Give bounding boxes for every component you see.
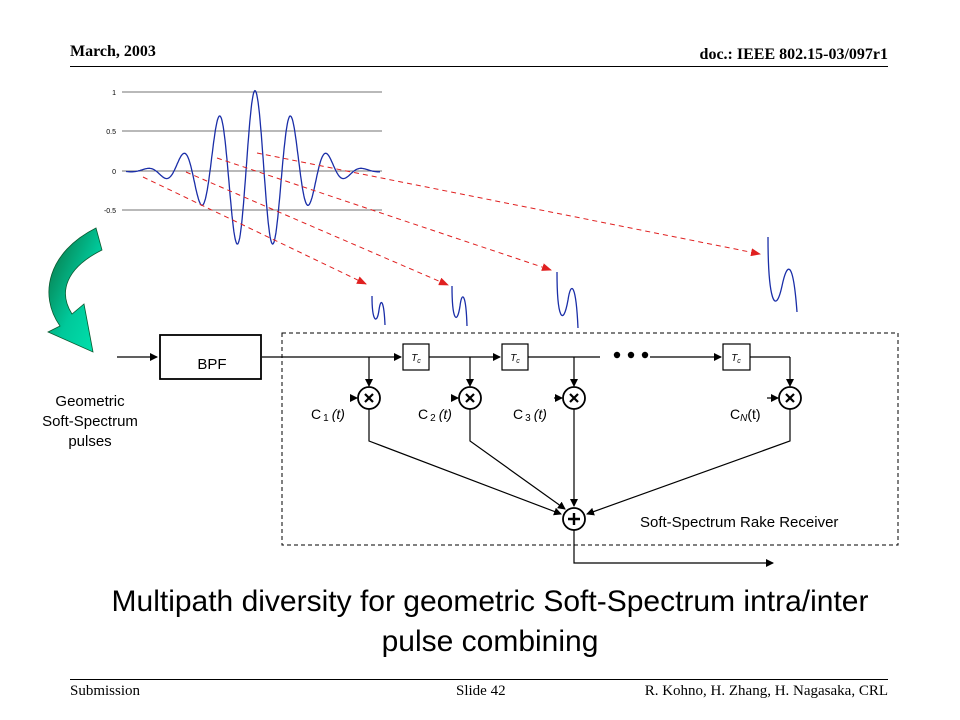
delay-block-N: Tc — [722, 343, 751, 371]
multipath-arrow-2 — [185, 171, 449, 286]
multiplier-1 — [357, 386, 381, 410]
output-wire — [573, 530, 774, 567]
delay-block-2: Tc — [501, 343, 529, 371]
receiver-label: Soft-Spectrum Rake Receiver — [640, 514, 838, 531]
multiplier-N — [778, 386, 802, 410]
bpf-label: BPF — [197, 356, 226, 373]
delay-block-1: Tc — [402, 343, 430, 371]
ellipsis-dot-2 — [627, 351, 635, 359]
multiply-icon — [569, 393, 579, 403]
slide-title: Multipath diversity for geometric Soft-S… — [111, 585, 869, 658]
receiver-boundary — [281, 332, 899, 546]
svg-text:Tc: Tc — [510, 353, 520, 365]
pulse-glyph-3 — [556, 271, 579, 329]
delay-subscript: c — [737, 358, 741, 365]
ellipsis-dot-3 — [641, 351, 649, 359]
bpf-block — [159, 334, 262, 380]
soft-spectrum-pulse-waveform — [126, 89, 380, 245]
delay-label: T — [510, 353, 517, 364]
multiply-icon — [364, 393, 374, 403]
svg-text:Tc: Tc — [731, 353, 741, 365]
footer-rule — [70, 679, 888, 680]
delay-subscript: c — [417, 358, 421, 365]
footer-submission: Submission — [70, 683, 141, 699]
multipath-arrow-N — [256, 152, 761, 257]
footer-authors: R. Kohno, H. Zhang, H. Nagasaka, CRL — [644, 683, 888, 699]
ellipsis-dot-1 — [613, 351, 621, 359]
sum-wire-1 — [368, 409, 562, 516]
delay-subscript: c — [516, 358, 520, 365]
sum-wire-2 — [469, 409, 566, 510]
delay-label: T — [731, 353, 738, 364]
coef-label-N: CN(t) — [730, 406, 761, 424]
plus-icon — [568, 513, 580, 525]
header-doc-id: doc.: IEEE 802.15-03/097r1 — [699, 46, 888, 63]
multiplier-2 — [458, 386, 482, 410]
multipath-arrow-1 — [142, 176, 367, 285]
tick-label-0: 0 — [112, 169, 116, 176]
multiply-icon — [465, 393, 475, 403]
tick-label-1: 1 — [112, 90, 116, 97]
multiplier-3 — [562, 386, 586, 410]
tick-label-neg-0-5: -0.5 — [104, 208, 116, 215]
sum-wire-N — [586, 409, 791, 516]
pulse-label: Geometric Soft-Spectrum pulses — [42, 393, 138, 450]
curved-arrow-icon — [47, 227, 103, 353]
delay-label: T — [411, 353, 418, 364]
multiply-icon — [785, 393, 795, 403]
pulse-glyph-N — [767, 236, 798, 313]
tick-label-0-5: 0.5 — [106, 129, 116, 136]
adder — [562, 507, 586, 531]
multipath-arrow-3 — [216, 157, 552, 271]
pulse-glyph-2 — [451, 285, 468, 327]
header-date: March, 2003 — [70, 43, 156, 60]
svg-text:Tc: Tc — [411, 353, 421, 365]
header-rule — [70, 66, 888, 67]
waveform-plot: 1 0.5 0 -0.5 — [104, 89, 382, 245]
pulse-glyph-1 — [371, 295, 386, 326]
footer-slide-number: Slide 42 — [456, 683, 506, 699]
